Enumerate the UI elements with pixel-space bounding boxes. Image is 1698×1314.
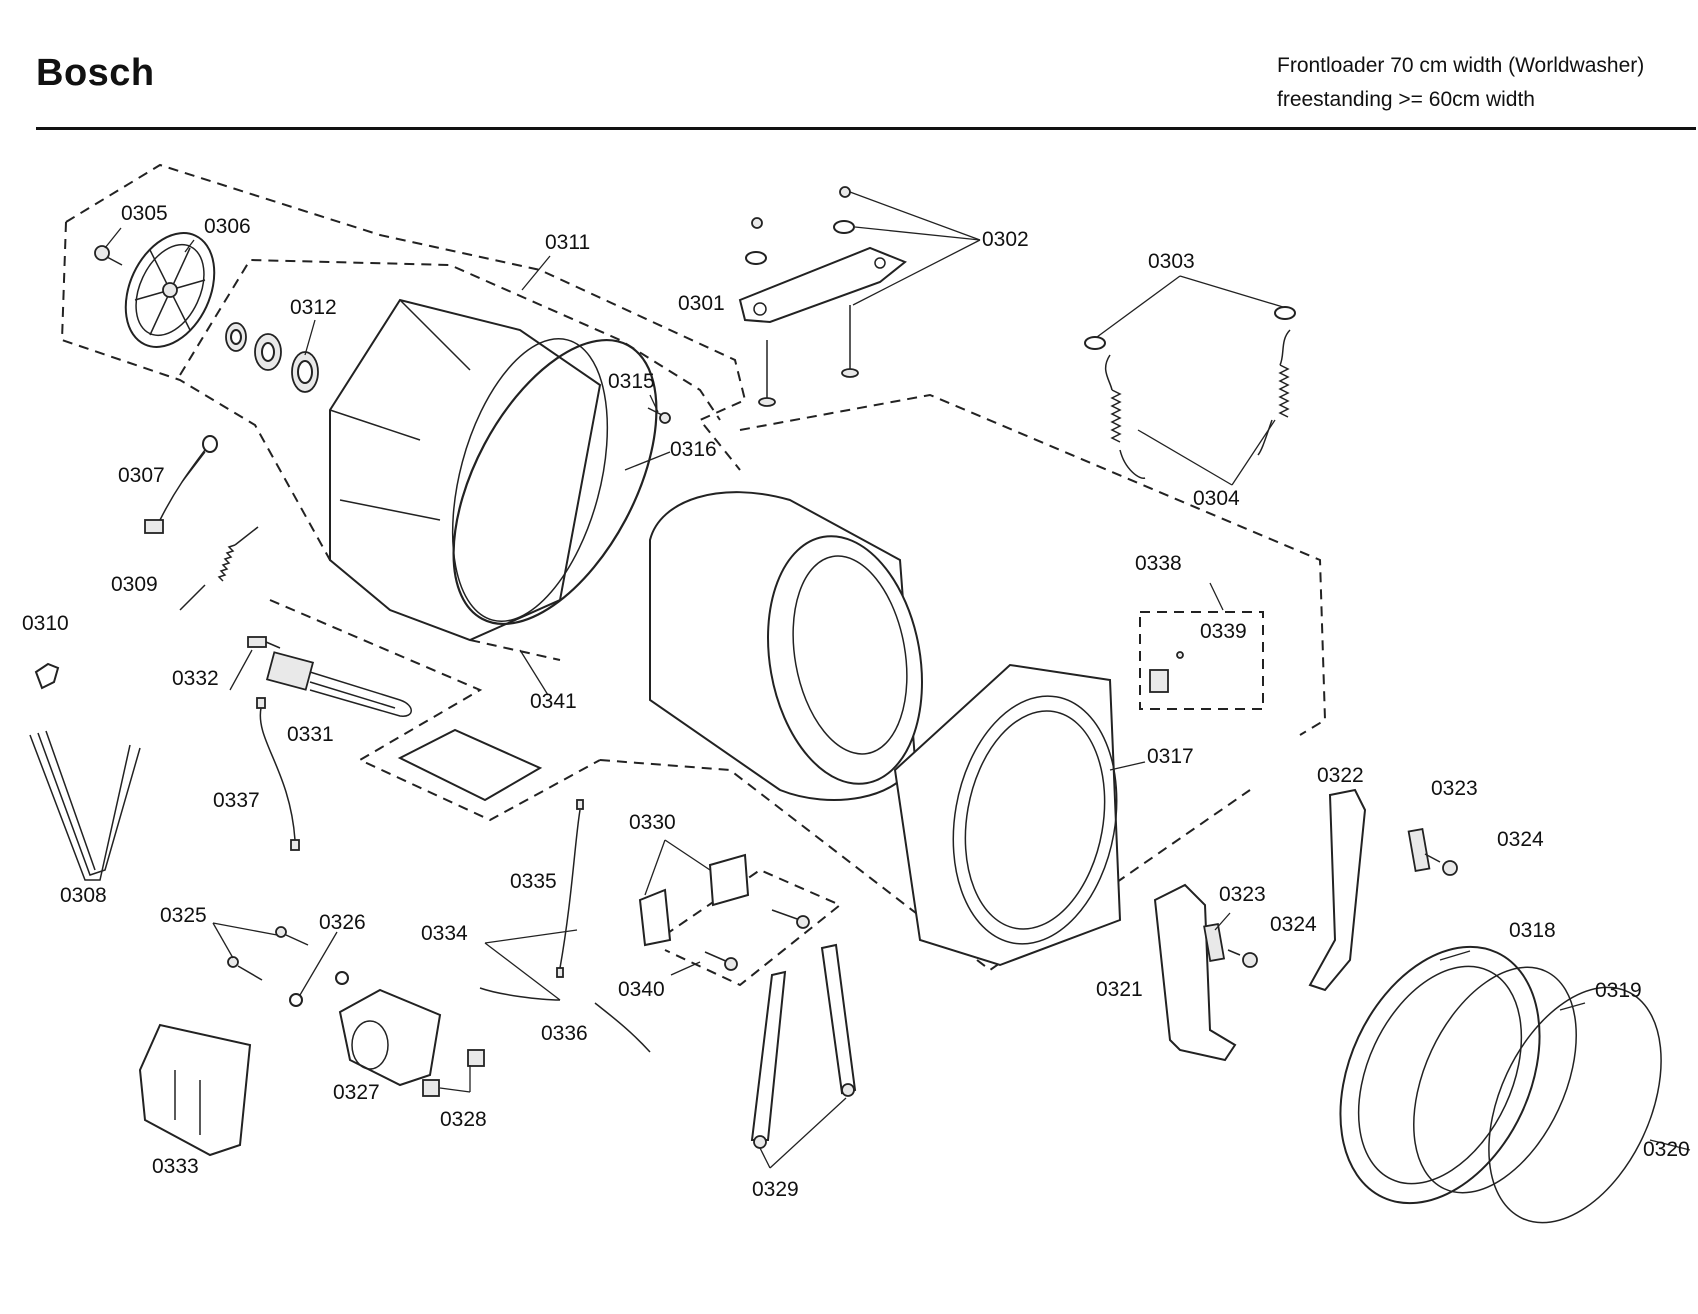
part-label: 0312 xyxy=(290,296,337,319)
module-0333 xyxy=(138,1023,252,1157)
header-divider xyxy=(36,127,1696,130)
rear-tub-0311 xyxy=(329,298,609,642)
spring-0309 xyxy=(179,526,259,611)
part-label: 0315 xyxy=(608,370,655,393)
bolts-0340 xyxy=(704,909,810,971)
part-label: 0320 xyxy=(1643,1138,1690,1161)
part-label: 0328 xyxy=(440,1108,487,1131)
part-label: 0308 xyxy=(60,884,107,907)
part-label: 0322 xyxy=(1317,764,1364,787)
part-label: 0301 xyxy=(678,292,725,315)
part-label: 0332 xyxy=(172,667,219,690)
group-outline-rear-tub-lower xyxy=(60,221,561,661)
part-label: 0335 xyxy=(510,870,557,893)
part-label: 0334 xyxy=(421,922,468,945)
hinge-fasteners-0323-0324 xyxy=(1203,828,1458,968)
door-lock-0339 xyxy=(1149,651,1184,693)
part-labels: 0305 0306 0311 0312 0301 0302 0303 0304 … xyxy=(22,202,1690,1201)
clamp-ring-0319 xyxy=(1413,966,1577,1194)
wires-0334-0336 xyxy=(479,799,651,1053)
door-hinge-0322 xyxy=(1308,788,1367,992)
heater-element-0331 xyxy=(265,651,412,717)
screw-0315 xyxy=(647,407,671,424)
drive-belt-0308 xyxy=(29,730,141,881)
part-label: 0302 xyxy=(982,228,1029,251)
part-label: 0304 xyxy=(1193,487,1240,510)
part-label: 0337 xyxy=(213,789,260,812)
model-subdescription: freestanding >= 60cm width xyxy=(1277,88,1535,111)
part-label: 0316 xyxy=(670,438,717,461)
group-outline-bottom xyxy=(599,759,1251,972)
leader-lines xyxy=(104,191,1691,1169)
group-outline-rear-tub xyxy=(65,163,747,471)
part-label: 0327 xyxy=(333,1081,380,1104)
part-label: 0333 xyxy=(152,1155,199,1178)
group-outline-drum xyxy=(739,393,1327,736)
tub-seal-ring-0316 xyxy=(452,338,658,626)
part-label: 0338 xyxy=(1135,552,1182,575)
door-seal-0320 xyxy=(1488,986,1662,1224)
part-label: 0303 xyxy=(1148,250,1195,273)
nuts-0326 xyxy=(289,971,349,1007)
pulley-0306 xyxy=(124,232,216,348)
part-label: 0326 xyxy=(319,911,366,934)
part-label: 0330 xyxy=(629,811,676,834)
part-label: 0311 xyxy=(545,231,590,254)
bearings-0312 xyxy=(225,322,319,393)
part-label: 0306 xyxy=(204,215,251,238)
part-label: 0317 xyxy=(1147,745,1194,768)
front-tub-0317 xyxy=(893,663,1122,967)
part-label: 0310 xyxy=(22,612,69,635)
bracket-0301 xyxy=(738,246,907,324)
carbon-brushes-0328 xyxy=(422,1049,485,1097)
motor-0327 xyxy=(338,988,442,1087)
group-outline-lock xyxy=(1139,611,1264,710)
wire-0337 xyxy=(256,697,300,851)
part-label: 0318 xyxy=(1509,919,1556,942)
group-outline-heater xyxy=(269,599,601,822)
part-label: 0319 xyxy=(1595,979,1642,1002)
fasteners-0302 xyxy=(745,186,859,407)
part-label: 0331 xyxy=(287,723,334,746)
part-label: 0307 xyxy=(118,464,165,487)
part-label: 0341 xyxy=(530,690,577,713)
part-label: 0325 xyxy=(160,904,207,927)
clip-0310 xyxy=(34,662,60,690)
part-label: 0321 xyxy=(1096,978,1143,1001)
part-label: 0339 xyxy=(1200,620,1247,643)
temperature-sensor-0332 xyxy=(247,636,281,649)
weights-0330 xyxy=(638,853,750,947)
screws-0325 xyxy=(227,926,309,981)
part-label: 0323 xyxy=(1431,777,1478,800)
part-label: 0323 xyxy=(1219,883,1266,906)
heater-plate xyxy=(397,728,543,802)
shock-absorbers-0329 xyxy=(750,943,857,1149)
part-label: 0324 xyxy=(1497,828,1544,851)
part-label: 0309 xyxy=(111,573,158,596)
door-hinge-0321 xyxy=(1153,883,1237,1062)
group-outline-0340 xyxy=(664,868,842,987)
drum xyxy=(649,491,923,801)
part-label: 0336 xyxy=(541,1022,588,1045)
bolt-0305 xyxy=(94,245,123,266)
model-description: Frontloader 70 cm width (Worldwasher) xyxy=(1277,54,1645,77)
part-label: 0329 xyxy=(752,1178,799,1201)
part-label: 0324 xyxy=(1270,913,1317,936)
part-label: 0305 xyxy=(121,202,168,225)
springs-0304 xyxy=(1084,306,1296,479)
brand-name: Bosch xyxy=(36,52,155,94)
group-outline-inner-tub xyxy=(179,258,721,421)
part-label: 0340 xyxy=(618,978,665,1001)
